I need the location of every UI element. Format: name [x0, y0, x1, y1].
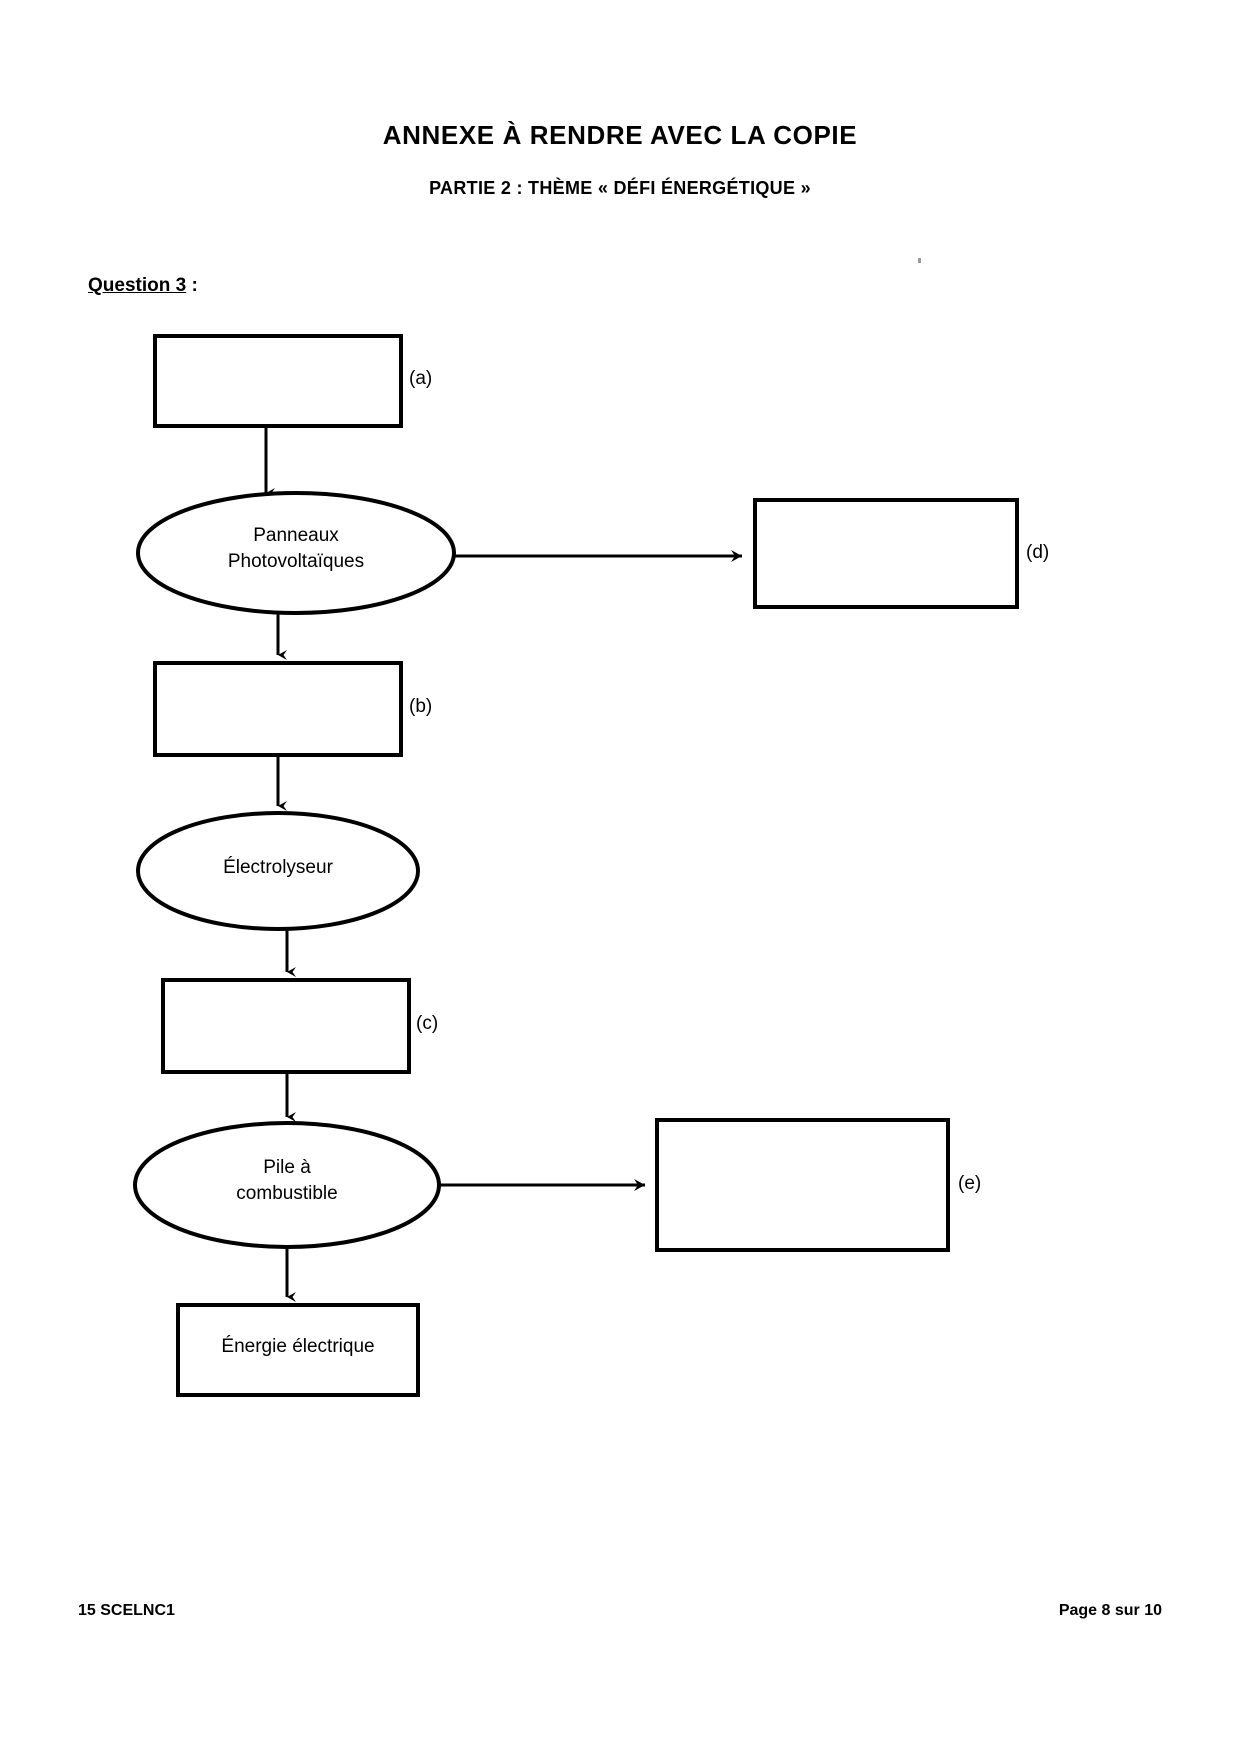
page-title: ANNEXE À RENDRE AVEC LA COPIE [382, 120, 858, 150]
box-b [153, 661, 403, 757]
question-heading-colon: : [186, 275, 198, 296]
box-a [153, 334, 403, 428]
ellipse-pile-a-combustible [133, 1121, 441, 1249]
box-e [655, 1118, 950, 1252]
tag-label-d: (d) [1026, 542, 1050, 563]
footer-page-number: Page 8 sur 10 [1058, 1602, 1162, 1619]
tag-label-b: (b) [409, 696, 433, 717]
tag-label-a: (a) [409, 368, 433, 389]
box-d [753, 498, 1019, 609]
box-c [161, 978, 411, 1074]
box-energie-electrique [176, 1303, 420, 1397]
question-heading-text: Question 3 [88, 275, 187, 296]
tag-label-c: (c) [416, 1013, 439, 1034]
page-subtitle: PARTIE 2 : THÈME « DÉFI ÉNERGÉTIQUE » [429, 178, 811, 198]
tag-label-e: (e) [958, 1173, 982, 1194]
scan-artifact [918, 258, 921, 263]
footer-reference: 15 SCELNC1 [78, 1602, 175, 1619]
ellipse-panneaux-photovoltaiques [136, 491, 456, 615]
ellipse-electrolyseur [136, 811, 420, 931]
question-heading: Question 3 : [88, 275, 198, 297]
